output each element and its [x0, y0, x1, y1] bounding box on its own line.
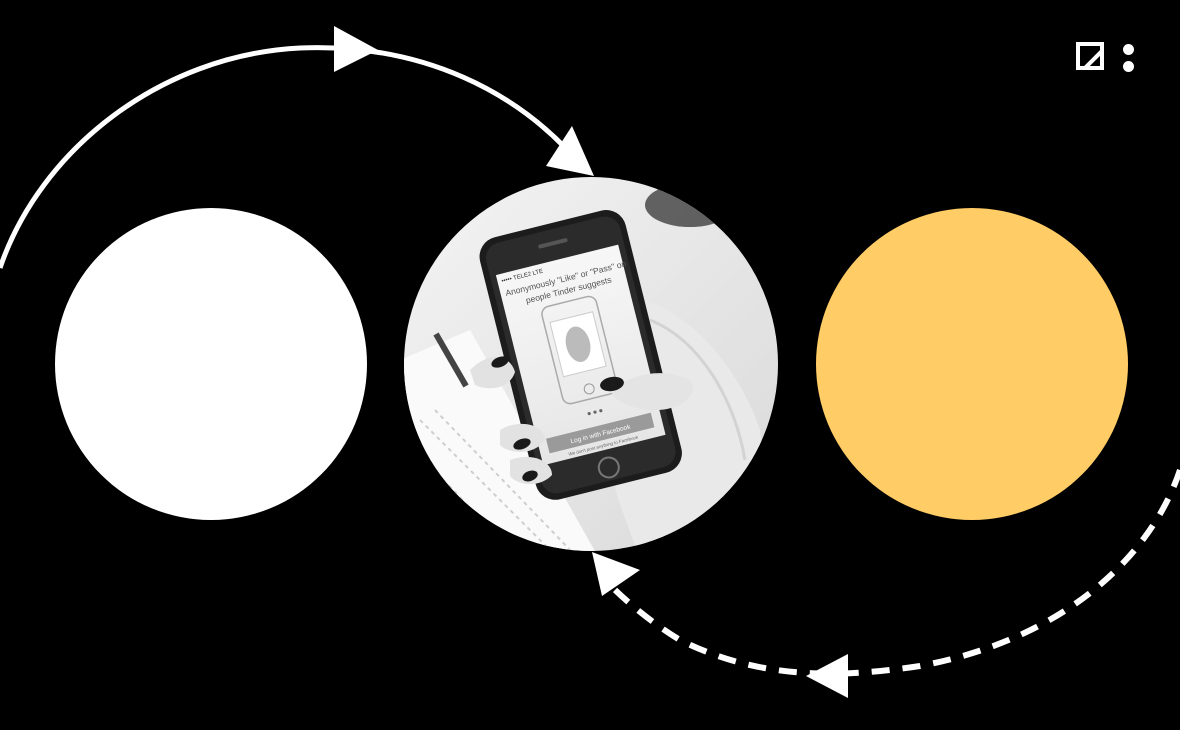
brand-logo-icon	[1076, 42, 1138, 78]
arrow-head-icon	[546, 126, 594, 176]
dot-icon	[1123, 61, 1134, 72]
arrow-head-icon	[806, 654, 848, 698]
slashed-square-icon	[1076, 42, 1104, 70]
left-circle	[55, 208, 367, 520]
dot-icon	[1123, 44, 1134, 55]
arrow-head-icon	[334, 26, 378, 72]
right-circle	[816, 208, 1128, 520]
phone-login-button	[545, 412, 655, 454]
arrow-head-icon	[592, 552, 640, 596]
solid-cycle-arrow	[0, 45, 587, 269]
phone-photo: ••••• TELE2 LTE Anonymously "Like" or "P…	[404, 177, 778, 551]
